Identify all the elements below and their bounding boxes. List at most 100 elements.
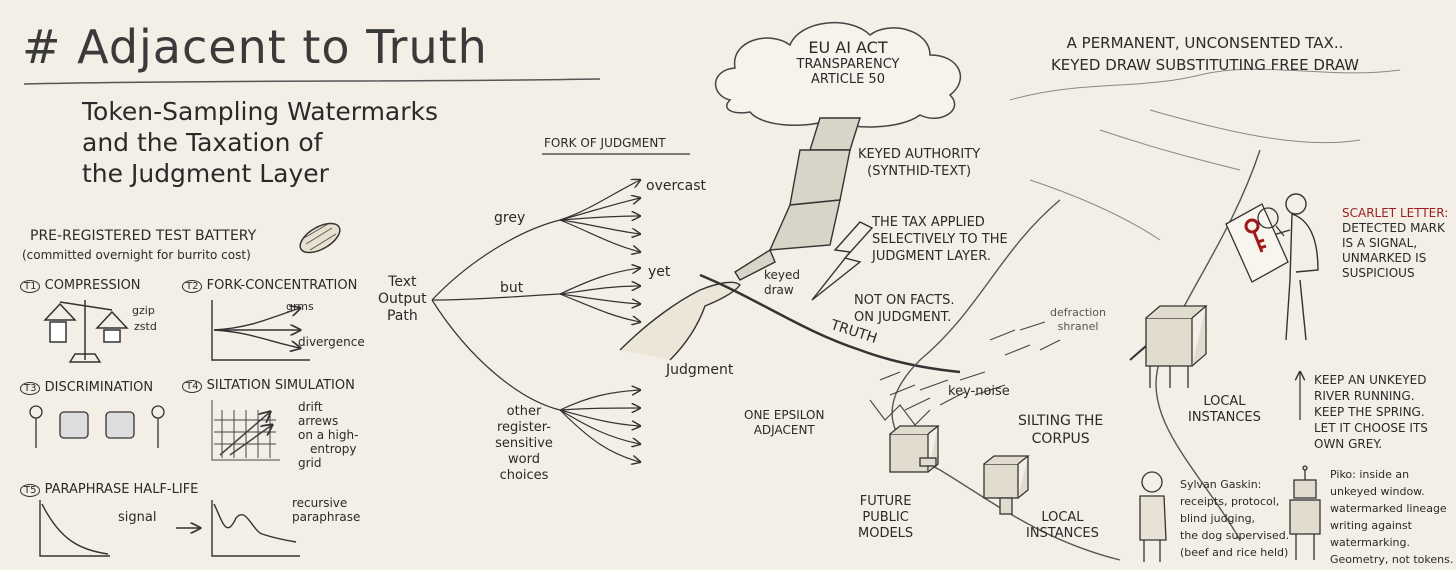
test-t5-id: T5 (20, 484, 41, 497)
test-t1-title: T1 COMPRESSION (20, 278, 141, 295)
t2-label-grms: grms (286, 300, 314, 313)
tax-note-2: SELECTIVELY TO THE (872, 232, 1008, 247)
subtitle-line-2: and the Taxation of (82, 128, 323, 157)
test-t3-title: T3 DISCRIMINATION (20, 380, 153, 397)
local-instances-b: LOCAL INSTANCES (1188, 394, 1261, 426)
branch-other-3: sensitive (495, 436, 553, 451)
page-subtitle: Token-Sampling Watermarks and the Taxati… (82, 96, 438, 189)
branch-but: but (500, 280, 524, 296)
judgment-label: Judgment (666, 362, 734, 378)
tax-note: THE TAX APPLIED SELECTIVELY TO THE JUDGM… (872, 214, 1008, 265)
test-t5-name: PARAPHRASE HALF-LIFE (44, 482, 199, 497)
inspector-figure (1269, 193, 1319, 341)
mountains (1009, 68, 1401, 101)
t4-note-5: grid (298, 456, 322, 470)
tax-note-1: THE TAX APPLIED (872, 215, 985, 230)
authority-line-2: (SYNTHID-TEXT) (867, 164, 972, 179)
t5-label-paraphrase: paraphrase (292, 510, 361, 524)
keyed-authority: KEYED AUTHORITY (SYNTHID-TEXT) (858, 146, 980, 180)
sylvan-line-4: the dog supervised. (1180, 529, 1290, 542)
facts-note-1: NOT ON FACTS. (854, 293, 955, 308)
sylvan-line-1: Sylvan Gaskin: (1180, 478, 1262, 491)
top-right-line-1: A PERMANENT, UNCONSENTED TAX.. (1066, 34, 1344, 52)
lightning-icon (811, 221, 874, 301)
debris-pile (869, 321, 1061, 426)
fork-source-line-1: Text (388, 274, 417, 290)
branch-other-5: choices (499, 468, 549, 483)
tip-overcast: overcast (646, 178, 706, 194)
scarlet-line-5: SUSPICIOUS (1342, 266, 1415, 280)
facts-note: NOT ON FACTS. ON JUDGMENT. (854, 292, 954, 326)
keep-line-2: RIVER RUNNING. (1314, 389, 1415, 403)
test-t3-name: DISCRIMINATION (44, 380, 154, 395)
sylvan-line-2: receipts, protocol, (1180, 495, 1280, 508)
robot-arm (734, 117, 861, 281)
t1-label-gzip: gzip (132, 304, 155, 317)
scarlet-line-2: DETECTED MARK (1342, 221, 1445, 235)
silting-1: SILTING THE (1018, 413, 1104, 429)
future-models-label: FUTURE PUBLIC MODELS (858, 494, 913, 542)
title-underline (23, 78, 601, 85)
t1-label-zstd: zstd (134, 320, 157, 333)
sylvan-line-3: blind judging, (1180, 512, 1256, 525)
piko-line-3: watermarked lineage (1330, 502, 1447, 515)
piko-line-6: Geometry, not tokens. (1330, 553, 1454, 566)
keep-line-5: OWN GREY. (1314, 437, 1383, 451)
half-life-plots (39, 500, 300, 557)
t4-notes: drift arrews on a high- entropy grid (298, 400, 358, 470)
piko-line-4: writing against (1330, 519, 1412, 532)
test-t4-id: T4 (182, 380, 203, 393)
test-t4-title: T4 SILTATION SIMULATION (182, 378, 355, 395)
scale-icon (43, 300, 129, 363)
branch-other-2: register- (497, 420, 551, 435)
t4-note-4: entropy (310, 442, 357, 456)
keep-line-1: KEEP AN UNKEYED (1314, 373, 1427, 387)
keyed-draw-1: keyed (764, 268, 801, 282)
t4-note-1: drift (298, 400, 323, 414)
local-a-1: LOCAL (1041, 510, 1084, 525)
facts-note-2: ON JUDGMENT. (854, 310, 952, 325)
divergence-plot (211, 300, 310, 361)
river-bank-upper (891, 199, 1121, 561)
epsilon-1: ONE EPSILON (744, 408, 825, 422)
keep-line-4: LET IT CHOOSE ITS (1314, 421, 1428, 435)
test-t3-id: T3 (20, 382, 41, 395)
scarlet-letter-sign (1225, 203, 1289, 283)
top-right-line-2: KEYED DRAW SUBSTITUTING FREE DRAW (1050, 56, 1360, 74)
local-instances-a: LOCAL INSTANCES (1026, 510, 1099, 542)
channel-label: defraction shranel (1050, 306, 1106, 334)
test-t5-title: T5 PARAPHRASE HALF-LIFE (20, 482, 198, 499)
local-b-2: INSTANCES (1188, 410, 1261, 425)
sylvan-line-5: (beef and rice held) (1180, 546, 1289, 559)
future-3: MODELS (858, 526, 914, 541)
fork-source: Text Output Path (378, 274, 427, 325)
cloud-line-3: ARTICLE 50 (811, 72, 885, 87)
piko-line-5: watermarking. (1330, 536, 1411, 549)
fork-source-line-3: Path (386, 308, 418, 324)
scarlet-line-3: IS A SIGNAL, (1342, 236, 1418, 250)
branch-grey: grey (494, 210, 526, 226)
cloud-line-2: TRANSPARENCY (796, 57, 900, 72)
piko-note: Piko: inside an unkeyed window. watermar… (1330, 466, 1453, 568)
silting-label: SILTING THE CORPUS (1018, 412, 1103, 448)
scarlet-note: SCARLET LETTER: DETECTED MARK IS A SIGNA… (1342, 206, 1448, 281)
human-hand (619, 281, 741, 361)
fork-source-line-2: Output (378, 291, 427, 307)
branch-other-1: other (506, 404, 542, 419)
t5-label-signal: signal (118, 510, 157, 525)
piko-robot (1289, 465, 1321, 560)
subtitle-line-1: Token-Sampling Watermarks (82, 97, 439, 126)
scarlet-heading: SCARLET LETTER: (1342, 206, 1449, 220)
fork-heading: FORK OF JUDGMENT (544, 136, 666, 150)
top-right-note: A PERMANENT, UNCONSENTED TAX.. KEYED DRA… (1040, 32, 1370, 76)
tip-yet: yet (648, 264, 671, 280)
local-b-1: LOCAL (1203, 394, 1246, 409)
piko-line-2: unkeyed window. (1330, 485, 1425, 498)
thumbs-icons (29, 405, 165, 448)
authority-line-1: KEYED AUTHORITY (858, 147, 981, 162)
piko-line-1: Piko: inside an (1330, 468, 1410, 481)
sylvan-figure (1139, 471, 1167, 562)
test-t2-id: T2 (182, 280, 203, 293)
device-future-models (889, 425, 940, 473)
